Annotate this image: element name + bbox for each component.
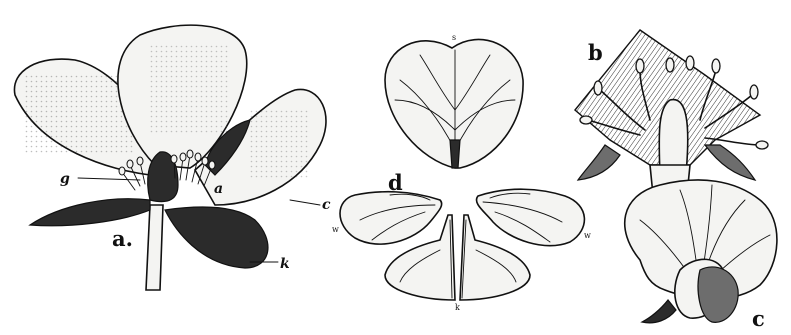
panel-label-d: d [388,170,403,195]
wing-petal-left [340,192,442,244]
sepal-tip-right [705,145,755,180]
callout-label-c: c [322,197,331,213]
callout-label-a: a [214,181,223,197]
callout-label-g: g [60,171,70,187]
pea-keel [698,267,738,322]
panel-c-pea-flower: c [625,180,777,331]
standard-claw [450,140,460,168]
callout-label-s: s [452,33,456,42]
sepal-tip-left [578,145,620,180]
panel-a-flower: g a c k a. [14,25,331,290]
panel-label-a: a. [112,226,133,251]
flower-stalk [146,205,163,290]
callout-label-k-keel: k [455,303,460,312]
panel-label-c: c [752,306,765,331]
panel-d-dissected-petals: s w w k d [332,33,591,312]
panel-label-b: b [588,40,603,65]
petal-right-stipple [250,110,310,180]
callout-line-c [290,200,320,205]
callout-label-w-right: w [584,231,591,240]
calyx-lobe-left [30,199,150,226]
callout-line-g [78,178,140,180]
callout-label-w-left: w [332,225,339,234]
callout-label-k: k [280,256,290,272]
wing-petal-right [476,189,584,245]
sepal-k [165,207,268,268]
petal-top-stipple [150,45,230,135]
pea-calyx [642,300,676,323]
